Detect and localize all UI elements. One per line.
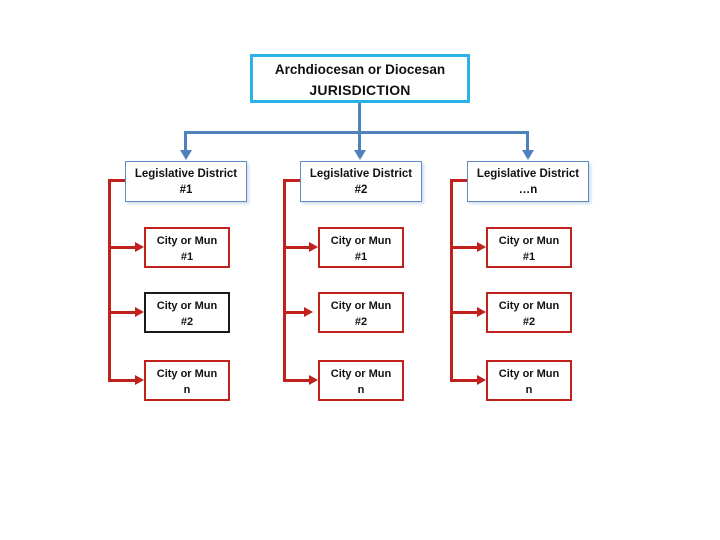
- red-connector-vertical: [283, 179, 286, 382]
- district-box-2: Legislative District #2: [300, 161, 422, 202]
- city-box: City or Mun #1: [486, 227, 572, 268]
- city-number: #1: [180, 251, 194, 263]
- arrow-down-icon: [180, 150, 192, 160]
- district-label: Legislative District: [309, 168, 413, 180]
- red-connector-branch: [108, 379, 136, 382]
- city-label: City or Mun: [498, 235, 560, 247]
- city-box: City or Mun n: [144, 360, 230, 401]
- red-connector-branch: [283, 379, 311, 382]
- city-number: #2: [522, 316, 536, 328]
- jurisdiction-box: Archdiocesan or Diocesan JURISDICTION: [250, 54, 470, 103]
- city-number: #2: [180, 316, 194, 328]
- connector-trunk-vertical: [358, 103, 361, 151]
- connector-horizontal-bar: [184, 131, 529, 134]
- city-box: City or Mun #2: [486, 292, 572, 333]
- arrow-right-icon: [135, 375, 144, 385]
- district-number: #2: [354, 184, 368, 196]
- red-connector-branch: [450, 379, 478, 382]
- jurisdiction-line1: Archdiocesan or Diocesan: [274, 62, 446, 77]
- red-connector-stub: [450, 179, 467, 182]
- arrow-down-icon: [354, 150, 366, 160]
- city-box: City or Mun n: [486, 360, 572, 401]
- city-number: #1: [522, 251, 536, 263]
- city-label: City or Mun: [330, 300, 392, 312]
- district-label: Legislative District: [134, 168, 238, 180]
- city-label: City or Mun: [498, 368, 560, 380]
- district-number: #1: [179, 184, 193, 196]
- district-box-n: Legislative District …n: [467, 161, 589, 202]
- city-box: City or Mun #1: [144, 227, 230, 268]
- arrow-right-icon: [477, 375, 486, 385]
- city-number: #2: [354, 316, 368, 328]
- red-connector-branch: [108, 246, 136, 249]
- connector-drop-1: [184, 133, 187, 151]
- arrow-right-icon: [135, 242, 144, 252]
- city-label: City or Mun: [156, 235, 218, 247]
- arrow-down-icon: [522, 150, 534, 160]
- arrow-right-icon: [309, 242, 318, 252]
- city-box: City or Mun #1: [318, 227, 404, 268]
- city-number: n: [357, 384, 365, 396]
- district-box-1: Legislative District #1: [125, 161, 247, 202]
- city-label: City or Mun: [156, 300, 218, 312]
- jurisdiction-line2: JURISDICTION: [309, 82, 411, 98]
- district-label: Legislative District: [476, 168, 580, 180]
- connector-drop-3: [526, 133, 529, 151]
- district-number: …n: [518, 184, 538, 196]
- city-label: City or Mun: [498, 300, 560, 312]
- city-number: n: [183, 384, 191, 396]
- city-box: City or Mun #2: [318, 292, 404, 333]
- city-number: #1: [354, 251, 368, 263]
- city-label: City or Mun: [156, 368, 218, 380]
- red-connector-branch: [283, 246, 311, 249]
- red-connector-stub: [108, 179, 125, 182]
- city-box: City or Mun #2: [144, 292, 230, 333]
- red-connector-vertical: [450, 179, 453, 382]
- city-label: City or Mun: [330, 368, 392, 380]
- arrow-right-icon: [477, 307, 486, 317]
- city-number: n: [525, 384, 533, 396]
- red-connector-stub: [283, 179, 300, 182]
- red-connector-branch: [450, 246, 478, 249]
- red-connector-branch: [450, 311, 478, 314]
- city-box: City or Mun n: [318, 360, 404, 401]
- arrow-right-icon: [304, 307, 313, 317]
- red-connector-branch: [283, 311, 306, 314]
- arrow-right-icon: [135, 307, 144, 317]
- arrow-right-icon: [309, 375, 318, 385]
- red-connector-branch: [108, 311, 136, 314]
- city-label: City or Mun: [330, 235, 392, 247]
- red-connector-vertical: [108, 179, 111, 382]
- arrow-right-icon: [477, 242, 486, 252]
